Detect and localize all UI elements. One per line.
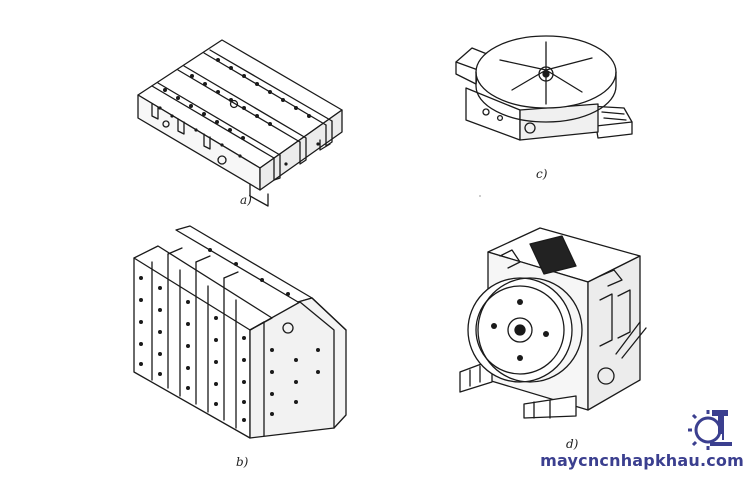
figure-a-tslot-plate bbox=[137, 39, 343, 207]
figure-d-indexing-head bbox=[459, 227, 647, 419]
figure-c-rotary-table bbox=[455, 35, 633, 141]
figure-b-angle-plate bbox=[133, 225, 347, 439]
caption-a: a) bbox=[240, 193, 252, 207]
cnc-machine-gear-logo-icon bbox=[688, 410, 732, 450]
caption-d: d) bbox=[566, 437, 579, 451]
watermark-brand-text: maycncnhapkhau.com bbox=[540, 451, 744, 470]
caption-c: c) bbox=[536, 167, 548, 181]
caption-b: b) bbox=[236, 455, 249, 469]
